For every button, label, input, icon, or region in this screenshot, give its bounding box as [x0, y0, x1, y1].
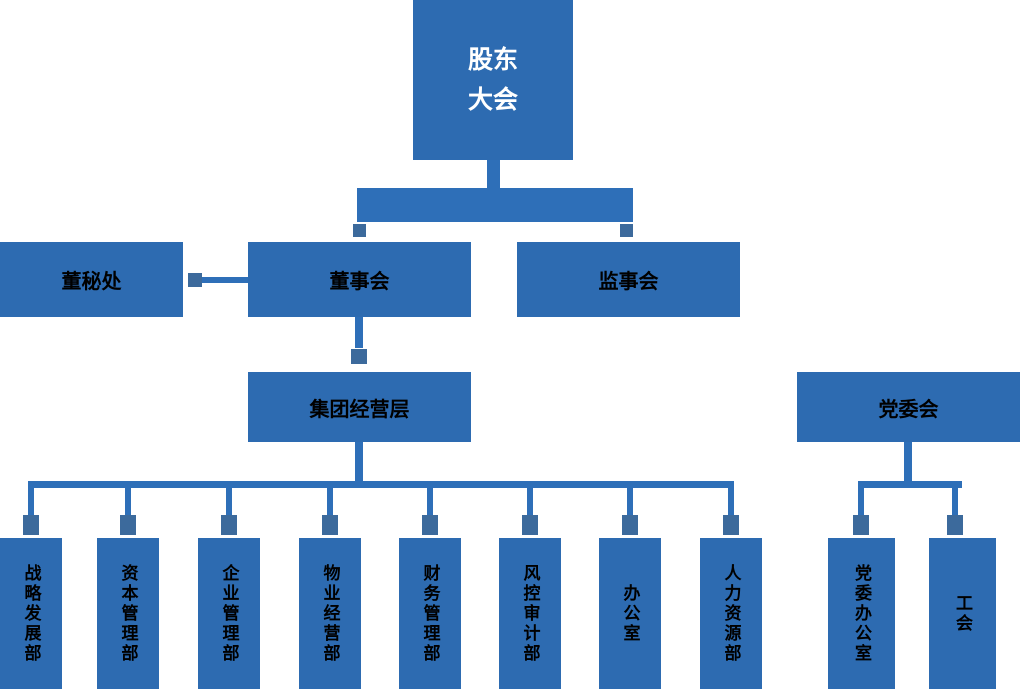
node-party-committee-office: 党委办公室 — [828, 538, 895, 689]
connector-joint-square — [947, 515, 963, 535]
dept-label: 办公室 — [620, 583, 640, 644]
node-hr-dept: 人力资源部 — [700, 538, 762, 689]
dept-label: 风控审计部 — [520, 563, 540, 664]
dept-label: 党委办公室 — [852, 563, 871, 664]
node-risk-audit-dept: 风控审计部 — [499, 538, 561, 689]
connector-management-bar — [28, 481, 734, 488]
node-shareholders-meeting: 股东 大会 — [413, 0, 573, 160]
dept-label: 物业经营部 — [320, 563, 340, 664]
connector-joint-square — [422, 515, 438, 535]
connector-joint-square — [853, 515, 869, 535]
dept-label: 工会 — [953, 593, 972, 634]
connector-drop — [952, 488, 958, 516]
connector-joint-square — [353, 224, 366, 237]
connector-drop — [627, 488, 633, 516]
node-supervisory-board: 监事会 — [517, 242, 740, 317]
connector-secretary-line — [202, 277, 248, 283]
connector-drop — [527, 488, 533, 516]
connector-joint-square — [188, 273, 202, 287]
node-enterprise-management-dept: 企业管理部 — [198, 538, 260, 689]
connector-joint-square — [322, 515, 338, 535]
dept-label: 财务管理部 — [420, 563, 440, 664]
dept-label: 企业管理部 — [219, 563, 239, 664]
node-board-of-directors: 董事会 — [248, 242, 471, 317]
node-finance-management-dept: 财务管理部 — [399, 538, 461, 689]
connector-joint-square — [723, 515, 739, 535]
connector-drop — [858, 488, 864, 516]
node-labor-union: 工会 — [929, 538, 996, 689]
node-board-secretary-office: 董秘处 — [0, 242, 183, 317]
connector-joint-square — [522, 515, 538, 535]
dept-label: 资本管理部 — [118, 563, 138, 664]
connector-board-stem — [355, 317, 363, 348]
connector-top-bar — [357, 188, 633, 222]
connector-drop — [427, 488, 433, 516]
node-property-operations-dept: 物业经营部 — [299, 538, 361, 689]
connector-drop — [728, 488, 734, 516]
connector-drop — [327, 488, 333, 516]
connector-joint-square — [622, 515, 638, 535]
connector-party-bar — [858, 481, 962, 488]
connector-joint-square — [221, 515, 237, 535]
node-office: 办公室 — [599, 538, 661, 689]
connector-drop — [125, 488, 131, 516]
node-capital-management-dept: 资本管理部 — [97, 538, 159, 689]
connector-drop — [226, 488, 232, 516]
connector-joint-square — [120, 515, 136, 535]
node-party-committee: 党委会 — [797, 372, 1020, 442]
connector-party-stem — [904, 442, 912, 482]
connector-joint-square — [620, 224, 633, 237]
connector-joint-square — [351, 349, 367, 364]
dept-label: 人力资源部 — [721, 563, 741, 664]
connector-management-stem — [355, 442, 363, 482]
connector-joint-square — [23, 515, 39, 535]
connector-drop — [28, 488, 34, 516]
node-strategic-development-dept: 战略发展部 — [0, 538, 62, 689]
dept-label: 战略发展部 — [21, 563, 41, 664]
connector-top-stem — [487, 160, 500, 190]
node-group-management: 集团经营层 — [248, 372, 471, 442]
